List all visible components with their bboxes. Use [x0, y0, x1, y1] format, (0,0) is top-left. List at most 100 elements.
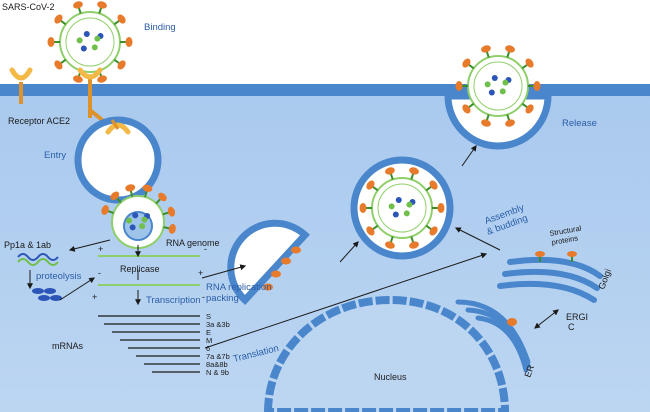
receptor-ace2-icon: [9, 67, 33, 104]
rna-bead: [126, 217, 133, 224]
spike-stalk: [410, 236, 415, 243]
spike-protein-icon: [481, 119, 491, 127]
mrnas-label: mRNAs: [52, 341, 83, 351]
spike-protein-icon: [97, 75, 107, 83]
rna-bead: [502, 79, 509, 86]
golgi-to-assembly-arrow: [454, 227, 501, 251]
translation-return-arrow: [59, 277, 96, 301]
spike-stalk: [107, 210, 114, 215]
rna-bead: [83, 31, 90, 38]
rna-bead: [403, 210, 410, 217]
spike-stalk: [60, 20, 67, 26]
spike-protein-icon: [73, 75, 83, 83]
spike-stalk: [485, 51, 490, 58]
spike-protein-icon: [101, 205, 109, 215]
mrna-label: N & 9b: [206, 368, 229, 377]
spike-protein-icon: [271, 270, 281, 278]
rna-bead: [141, 216, 148, 223]
spike-protein-icon: [117, 60, 126, 70]
rna-bead: [76, 37, 83, 44]
spike-protein-icon: [462, 104, 471, 114]
rna-bead: [388, 203, 395, 210]
replicase-label: Replicase: [120, 264, 160, 274]
ergic-c-label: C: [568, 322, 575, 332]
strand-sign-5: +: [92, 292, 97, 302]
spike-stalk: [425, 186, 432, 192]
spike-stalk: [60, 58, 67, 64]
structural-proteins-icon: [507, 251, 577, 326]
spike-protein-icon: [142, 184, 153, 192]
spike-protein-icon: [409, 167, 419, 175]
spike-stalk: [410, 173, 415, 180]
title-label: SARS-CoV-2: [2, 2, 55, 12]
spike-stalk: [77, 7, 82, 14]
receptor-label: Receptor ACE2: [8, 116, 70, 126]
binding-label: Binding: [144, 22, 176, 33]
spike-protein-icon: [385, 241, 395, 249]
translation-arrow: [204, 252, 488, 349]
spike-stalk: [155, 198, 162, 205]
spike-protein-icon: [505, 119, 515, 127]
strand-sign-3: -: [98, 268, 101, 278]
spike-protein-icon: [429, 180, 438, 190]
spike-protein-icon: [455, 81, 463, 91]
to-assembly-arrow: [339, 241, 359, 263]
spike-stalk: [372, 186, 379, 192]
mrna-label: 6: [206, 344, 210, 353]
packing-arrow: [201, 264, 247, 279]
spike-protein-icon: [291, 246, 301, 254]
pp1a-label: Pp1a & 1ab: [4, 240, 51, 250]
spike-stalk: [506, 51, 511, 58]
golgi-stack: [497, 256, 603, 303]
spike-stalk: [129, 190, 134, 197]
assembly-vesicle: [350, 156, 454, 260]
strand-sign-1: +: [98, 244, 103, 254]
spike-protein-icon: [263, 283, 273, 291]
spike-stalk: [116, 197, 122, 204]
spike-protein-icon: [54, 14, 63, 24]
mrna-ladder: [98, 315, 200, 373]
spike-protein-icon: [54, 60, 63, 70]
spike-protein-icon: [97, 1, 107, 9]
nucleus-label: Nucleus: [374, 372, 407, 382]
rna-bead: [392, 211, 399, 218]
spike-protein-icon: [366, 226, 375, 236]
rna-bead: [395, 197, 402, 204]
spike-stalk: [372, 224, 379, 230]
rna-bead: [499, 88, 506, 95]
strand-sign-6: -: [202, 292, 205, 302]
rna-bead: [491, 75, 498, 82]
spike-protein-icon: [73, 1, 83, 9]
spike-stalk: [506, 114, 511, 121]
entry-label: Entry: [44, 150, 66, 161]
rna-bead: [91, 44, 98, 51]
mrna-label: 8a&8b: [206, 360, 228, 369]
spike-protein-icon: [47, 37, 55, 48]
rna-bead: [406, 201, 413, 208]
rna-replication-label: RNA replication: [206, 282, 271, 293]
spike-stalk: [98, 7, 103, 14]
spike-protein-icon: [359, 203, 367, 213]
rna-genome-label: RNA genome: [166, 238, 220, 248]
spike-protein-icon: [125, 37, 133, 47]
spike-stalk: [468, 64, 475, 70]
cell-membrane: [0, 84, 650, 96]
entry-endosome: [74, 116, 162, 204]
spike-stalk: [485, 114, 490, 121]
uncoating-virion: [101, 184, 176, 249]
spike-protein-icon: [158, 192, 167, 202]
spike-protein-icon: [429, 226, 438, 236]
mrna-label: 3a &3b: [206, 320, 230, 329]
spike-protein-icon: [533, 81, 541, 91]
spike-stalk: [113, 20, 120, 26]
er-stack: [455, 299, 531, 373]
rna-bead: [484, 81, 491, 88]
rna-bead: [139, 223, 146, 230]
rna-bead: [129, 224, 136, 231]
rna-bead: [94, 35, 101, 42]
er-ergic-arrow: [534, 309, 559, 329]
spike-stalk: [162, 211, 169, 216]
